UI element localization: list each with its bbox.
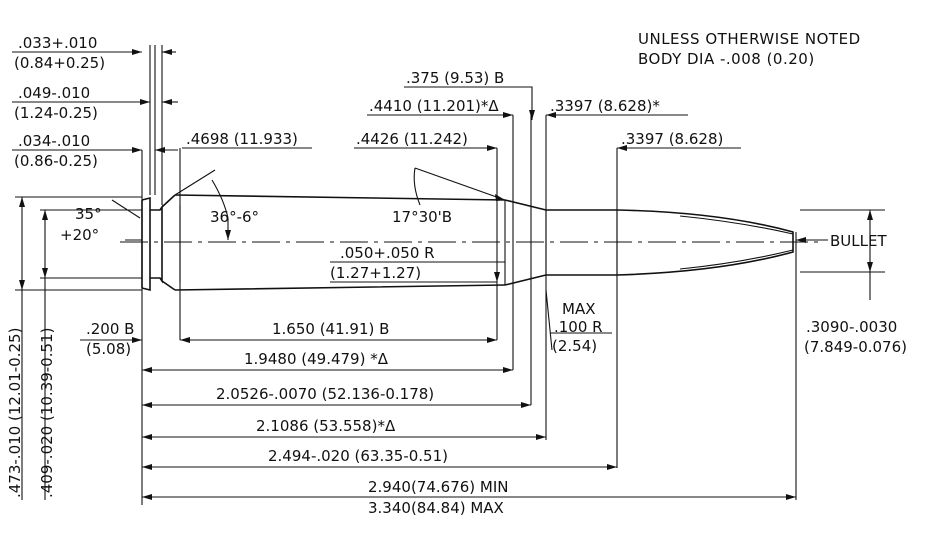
shoulder-length-dim: 1.9480 (49.479) *Δ (142, 350, 513, 371)
rim-thickness-mm: (0.84+0.25) (14, 54, 105, 72)
reference-length-label: 2.1086 (53.558)*Δ (256, 417, 396, 435)
extension-lines (15, 45, 885, 505)
neck-diameter-callout-2: .3397 (8.628) (617, 130, 741, 149)
note-line-1: UNLESS OTHERWISE NOTED (638, 30, 861, 48)
note-line-2: BODY DIA -.008 (0.20) (638, 50, 815, 68)
body-length-dim: 1.650 (41.91) B (180, 320, 497, 341)
neck-diameter-callout-1: .3397 (8.628)* (546, 97, 688, 116)
arrowheads (19, 49, 873, 500)
base-bevel-label: 36°-6° (210, 208, 259, 226)
groove-offset-callout: .034-.010 (0.86-0.25) (12, 132, 178, 170)
case-length-label: 2.494-.020 (63.35-0.51) (268, 447, 448, 465)
shoulder-radius-mm: (1.27+1.27) (330, 264, 421, 282)
neck-radius-callout: MAX .100 R (2.54) (545, 289, 612, 355)
groove-width-callout: .049-.010 (1.24-0.25) (12, 84, 178, 122)
bullet-diameter-in: .3090-.0030 (806, 318, 897, 336)
neck-start-length-dim: 2.0526-.0070 (52.136-0.178) (142, 385, 531, 406)
groove-diameter-dim: .409-.020 (10.39-0.51) (38, 210, 56, 500)
neck-diameter-label-1: .3397 (8.628)* (550, 97, 660, 115)
shoulder-ref-diameter-label: .4410 (11.201)*Δ (369, 97, 499, 115)
neck-reference-callout: .375 (9.53) B (404, 69, 533, 120)
shoulder-diameter-label: .4426 (11.242) (356, 130, 468, 148)
reference-length-dim: 2.1086 (53.558)*Δ (142, 417, 546, 438)
neck-reference-label: .375 (9.53) B (406, 69, 504, 87)
neck-radius-max: MAX (562, 300, 595, 318)
rim-diameter-dim: .473-.010 (12.01-0.25) (6, 197, 24, 500)
rim-bevel-angle: 35° (75, 205, 102, 223)
bullet-diameter-mm: (7.849-0.076) (804, 338, 907, 356)
shoulder-radius-in: .050+.050 R (340, 244, 435, 262)
groove-diameter-label: .409-.020 (10.39-0.51) (38, 328, 56, 498)
neck-start-length-label: 2.0526-.0070 (52.136-0.178) (216, 385, 434, 403)
base-length-mm: (5.08) (86, 340, 131, 358)
rim-bevel-callout: 35° +20° (60, 199, 142, 244)
rim-diameter-label: .473-.010 (12.01-0.25) (6, 328, 24, 498)
body-length-label: 1.650 (41.91) B (272, 320, 389, 338)
neck-diameter-label-2: .3397 (8.628) (621, 130, 723, 148)
groove-offset-in: .034-.010 (18, 132, 90, 150)
base-length-in: .200 B (86, 320, 134, 338)
rim-thickness-in: .033+.010 (18, 34, 97, 52)
groove-width-mm: (1.24-0.25) (14, 104, 98, 122)
groove-offset-mm: (0.86-0.25) (14, 152, 98, 170)
bullet-callout: BULLET (796, 232, 887, 250)
base-length-dim: .200 B (5.08) (80, 320, 142, 358)
shoulder-diameter-callout: .4426 (11.242) (354, 130, 497, 149)
neck-radius-mm: (2.54) (552, 337, 597, 355)
overall-length-min: 2.940(74.676) MIN (368, 478, 509, 496)
base-diameter-label: .4698 (11.933) (186, 130, 298, 148)
shoulder-radius-callout: .050+.050 R (1.27+1.27) (330, 244, 505, 283)
base-diameter-callout: .4698 (11.933) (182, 130, 312, 149)
base-bevel-callout: 36°-6° (174, 169, 259, 240)
rim-thickness-callout: .033+.010 (0.84+0.25) (12, 34, 176, 72)
shoulder-ref-diameter-callout: .4410 (11.201)*Δ (367, 97, 513, 116)
overall-length-dim: 2.940(74.676) MIN 3.340(84.84) MAX (142, 478, 796, 517)
neck-radius-in: .100 R (554, 318, 603, 336)
shoulder-angle-label: 17°30'B (392, 208, 452, 226)
case-length-dim: 2.494-.020 (63.35-0.51) (142, 447, 617, 468)
bullet-diameter-callout: .3090-.0030 (7.849-0.076) (804, 272, 907, 356)
shoulder-angle-callout: 17°30'B (392, 167, 506, 226)
bullet-label: BULLET (830, 232, 887, 250)
overall-length-max: 3.340(84.84) MAX (368, 499, 504, 517)
rim-bevel-tol: +20° (60, 226, 99, 244)
shoulder-length-label: 1.9480 (49.479) *Δ (244, 350, 389, 368)
groove-width-in: .049-.010 (18, 84, 90, 102)
